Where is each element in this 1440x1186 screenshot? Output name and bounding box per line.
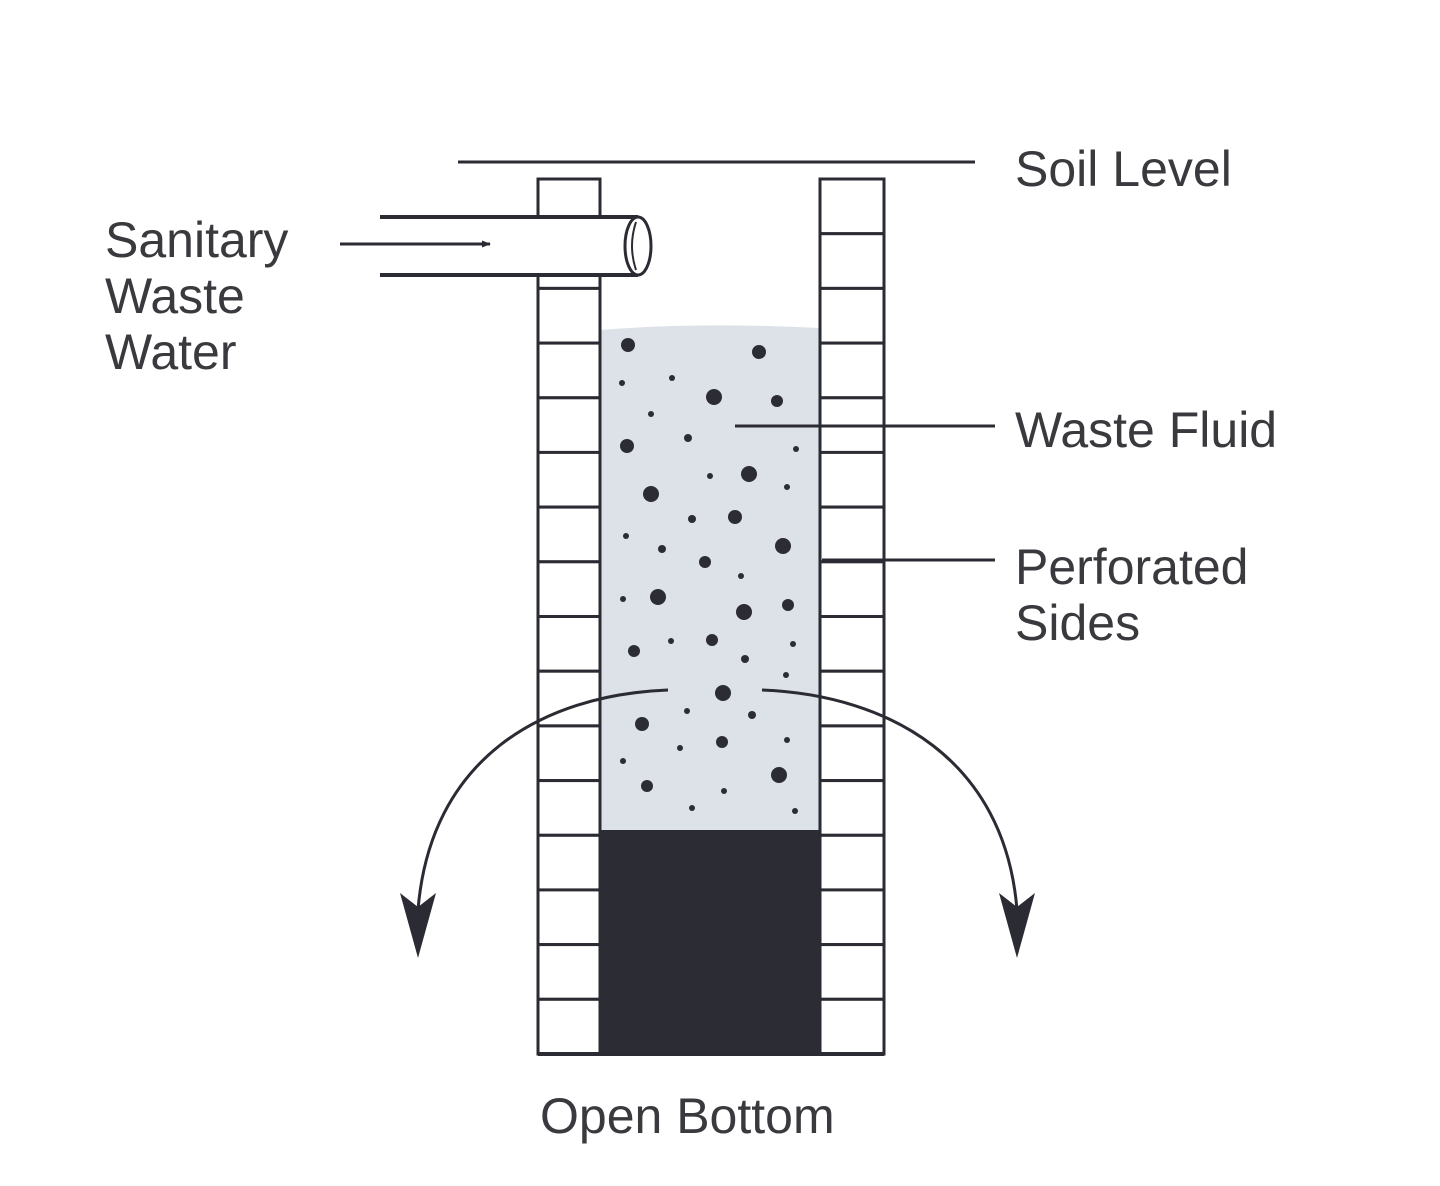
wall-block [818,560,886,618]
wall-block [818,833,886,892]
wall-block [536,888,602,947]
particle [677,745,683,751]
wall-block [818,724,886,783]
wall-block [818,341,886,400]
particle [641,780,653,792]
wall-block [536,286,602,345]
particle [658,545,666,553]
particle [748,711,756,719]
wall-block [536,396,602,454]
particle [738,573,744,579]
wall-block [536,450,602,509]
inflow-pipe [380,215,653,277]
particle [689,805,695,811]
wall-block [536,724,602,783]
particle [643,486,659,502]
waste-fluid-label: Waste Fluid [1015,402,1277,458]
particle [728,510,742,524]
wall-block [818,286,886,345]
particle [669,375,675,381]
inflow-label-line-2: Waste [105,268,245,324]
right-perforated-wall [818,177,886,1056]
open-bottom-label: Open Bottom [540,1088,835,1144]
wall-block [818,615,886,673]
inflow-label-line-3: Water [105,324,237,380]
seepage-arrow-right [761,688,1035,958]
particle [623,533,629,539]
particle [619,380,625,386]
waste-fluid [600,325,820,830]
particle [620,596,626,602]
sludge-layer [600,830,820,1055]
particle [635,717,649,731]
particle [650,589,666,605]
wall-block [536,615,602,673]
particle [752,345,766,359]
wall-block [536,943,602,1001]
particle [706,634,718,646]
particle [668,638,674,644]
particle [782,599,794,611]
inflow-label-line-1: Sanitary [105,212,288,268]
particle [771,395,783,407]
perforated-sides-label-line-1: Perforated [1015,539,1248,595]
particle [793,446,799,452]
particle [741,466,757,482]
particle [620,758,626,764]
particle [707,473,713,479]
wall-block [818,450,886,509]
left-perforated-wall [536,177,602,1056]
particle [792,808,798,814]
particle [716,736,728,748]
particle [784,737,790,743]
particle [684,708,690,714]
particle [741,655,749,663]
wall-block [818,232,886,290]
particle [628,645,640,657]
particle [621,338,635,352]
wall-block [818,779,886,837]
particle [620,439,634,453]
particle [648,411,654,417]
particle [790,641,796,647]
particle [784,484,790,490]
wall-block [536,997,602,1056]
particle [721,788,727,794]
particle [688,515,696,523]
wall-block [818,943,886,1001]
particle [715,685,731,701]
particle [771,767,787,783]
particle [706,389,722,405]
wall-block [818,505,886,564]
particle [684,434,692,442]
wall-block [818,888,886,947]
soil-level-label: Soil Level [1015,141,1232,197]
wall-block [536,779,602,837]
perforated-sides-label-line-2: Sides [1015,595,1140,651]
waste-particles [619,338,799,814]
wall-block [818,997,886,1056]
wall-block [818,177,886,236]
particle [736,604,752,620]
particle [699,556,711,568]
particle [783,672,789,678]
particle [775,538,791,554]
wall-block [536,505,602,564]
wall-block [536,341,602,400]
wall-block [536,560,602,618]
seepage-arrow-left [400,688,669,958]
wall-block [536,833,602,892]
